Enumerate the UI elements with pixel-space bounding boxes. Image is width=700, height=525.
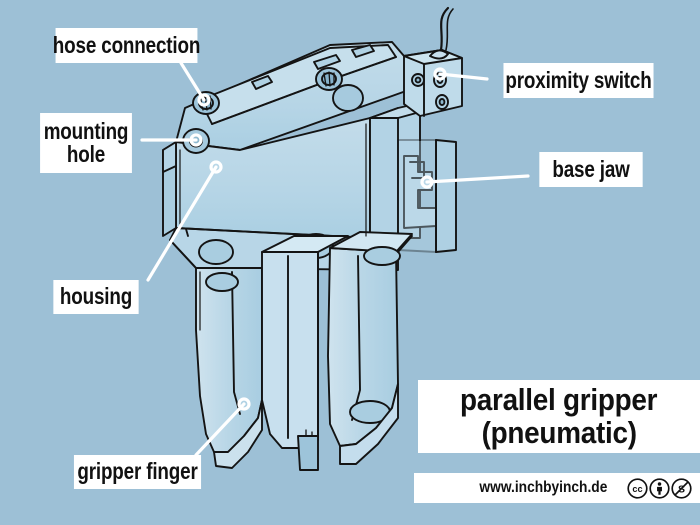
finger-right-tip (339, 383, 399, 465)
callout-base-jaw: base jaw (539, 152, 643, 187)
ledge-hole-1 (198, 239, 234, 265)
callout-proximity-switch: proximity switch (503, 63, 654, 98)
marker-base-jaw (420, 175, 434, 189)
callout-housing-line-1: housing (59, 283, 133, 310)
ledge-detail-line (185, 228, 189, 237)
gripper-drawing (162, 6, 463, 471)
marker-mounting-hole (189, 133, 203, 147)
title-box: parallel gripper (pneumatic) (418, 380, 700, 453)
top-notch-2 (313, 54, 341, 70)
title-line-1: parallel gripper (460, 381, 658, 417)
finger-right-boss-top (363, 246, 401, 266)
callout-mounting-hole: mounting hole (40, 113, 132, 173)
fitting2-knurl-1 (323, 72, 327, 87)
switch-cable (439, 6, 450, 52)
leader-base-jaw (425, 174, 530, 184)
callout-proximity-switch-line-1: proximity switch (505, 66, 652, 93)
callout-base-jaw-line-1: base jaw (552, 155, 630, 182)
switch-cable-boss (429, 49, 449, 60)
switch-screw-1-inner (414, 76, 422, 84)
base-jaw (403, 155, 437, 229)
finger-left-boss (205, 272, 239, 292)
marker-proximity-switch (433, 67, 447, 81)
finger-right-outer (397, 235, 413, 253)
callout-mounting-hole-line-1: mounting (43, 117, 129, 144)
cc-nc-icon: S (671, 477, 692, 499)
leader-hose-connection (179, 61, 206, 102)
base-jaw-inner (409, 161, 425, 179)
hose-fitting-knurl-2 (204, 94, 208, 111)
leader-proximity-switch (438, 72, 489, 81)
top-notch-1 (251, 75, 273, 90)
finger-left-tip (213, 399, 263, 469)
fitting2-knurl-2 (328, 71, 331, 87)
website-url: www.inchbyinch.de (479, 479, 608, 496)
callout-hose-connection: hose connection (52, 28, 201, 63)
license-badges: cc S (627, 477, 692, 499)
callout-gripper-finger-line-1: gripper finger (77, 458, 198, 485)
cc-by-icon (649, 477, 670, 499)
callout-leaders (140, 61, 530, 457)
switch-port-2-inner (438, 98, 446, 106)
marker-hose-connection (197, 93, 211, 107)
marker-gripper-finger (237, 397, 251, 411)
marker-housing (209, 160, 223, 174)
callout-gripper-finger: gripper finger (73, 455, 202, 489)
center-column (261, 251, 319, 449)
cc-icon: cc (627, 477, 648, 499)
leader-housing (146, 165, 218, 282)
switch-cable-2 (445, 8, 454, 51)
ledge-front-edge (169, 239, 197, 269)
center-column-bottom (297, 435, 319, 471)
housing-left-tab (162, 141, 177, 173)
title-line-2: (pneumatic) (481, 414, 637, 450)
callout-hose-connection-line-1: hose connection (52, 31, 201, 58)
callout-mounting-hole-line-2: hole (66, 141, 106, 167)
svg-text:cc: cc (632, 484, 642, 494)
center-column-top (261, 235, 349, 253)
mounting-hole-2 (332, 84, 364, 112)
footer-bar: www.inchbyinch.de cc S (414, 473, 700, 503)
callout-housing: housing (53, 280, 139, 314)
base-jaw-carrier (397, 139, 437, 253)
leader-gripper-finger (194, 402, 246, 457)
top-notch-3 (351, 44, 375, 58)
callout-markers (189, 67, 447, 411)
base-jaw-right-body (435, 139, 457, 253)
